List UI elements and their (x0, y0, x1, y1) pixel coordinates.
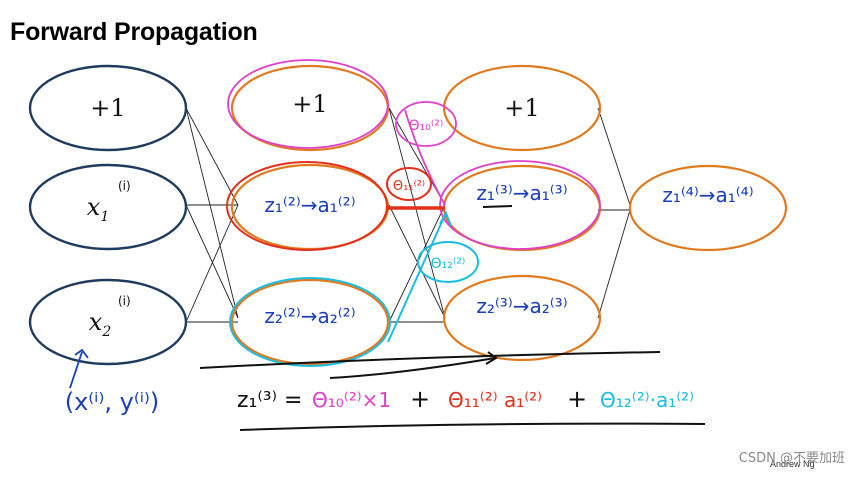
author-credit: Andrew Ng (770, 459, 815, 469)
input-x1-sup: (i) (118, 179, 131, 193)
input-bias-node (28, 64, 188, 152)
input-node-x2 (28, 278, 188, 366)
equation-plus1: + (410, 385, 430, 413)
input-bias-label: +1 (90, 94, 125, 122)
hidden1-node-2 (230, 278, 390, 366)
hidden2-node-2 (442, 274, 602, 362)
input-x2-sup: (i) (118, 294, 131, 308)
hidden2-unit1-label: z₁⁽³⁾→a₁⁽³⁾ (476, 181, 567, 205)
hidden1-bias-label: +1 (292, 90, 327, 118)
page-title: Forward Propagation (10, 18, 258, 46)
connection-lines (185, 107, 631, 323)
blue-arrow-to-x2 (69, 348, 89, 389)
theta12-label: Θ₁₂⁽²⁾ (431, 256, 466, 272)
equation-term2: Θ₁₁⁽²⁾ a₁⁽²⁾ (448, 388, 542, 412)
cyan-highlight (229, 210, 479, 367)
magenta-highlight (227, 59, 601, 250)
watermark: CSDN @不要加班 (738, 451, 845, 466)
theta10-label: Θ₁₀⁽²⁾ (409, 118, 444, 134)
input-x1-label: x1 (87, 193, 109, 225)
hidden2-bias-node (442, 64, 602, 152)
output-unit1-label: z₁⁽⁴⁾→a₁⁽⁴⁾ (662, 183, 753, 207)
equation-lhs: z₁⁽³⁾ = (237, 388, 302, 413)
equation-plus2: + (567, 385, 587, 413)
red-highlight (226, 161, 445, 251)
hidden1-unit1-label: z₁⁽²⁾→a₁⁽²⁾ (264, 193, 355, 217)
input-x2-label: x2 (89, 308, 112, 340)
hidden2-bias-label: +1 (504, 94, 539, 122)
equation-term1: Θ₁₀⁽²⁾×1 (312, 388, 391, 412)
hidden2-unit2-label: z₂⁽³⁾→a₂⁽³⁾ (476, 294, 567, 318)
output-node (628, 164, 788, 252)
hidden1-unit2-label: z₂⁽²⁾→a₂⁽²⁾ (264, 304, 355, 328)
input-node-x1 (28, 163, 188, 251)
equation-underline (199, 205, 706, 431)
training-example-label: (x⁽ⁱ⁾, y⁽ⁱ⁾) (65, 388, 160, 416)
equation-term3: Θ₁₂⁽²⁾·a₁⁽²⁾ (600, 388, 694, 412)
theta11-label: Θ₁₁⁽²⁾ (393, 179, 425, 194)
